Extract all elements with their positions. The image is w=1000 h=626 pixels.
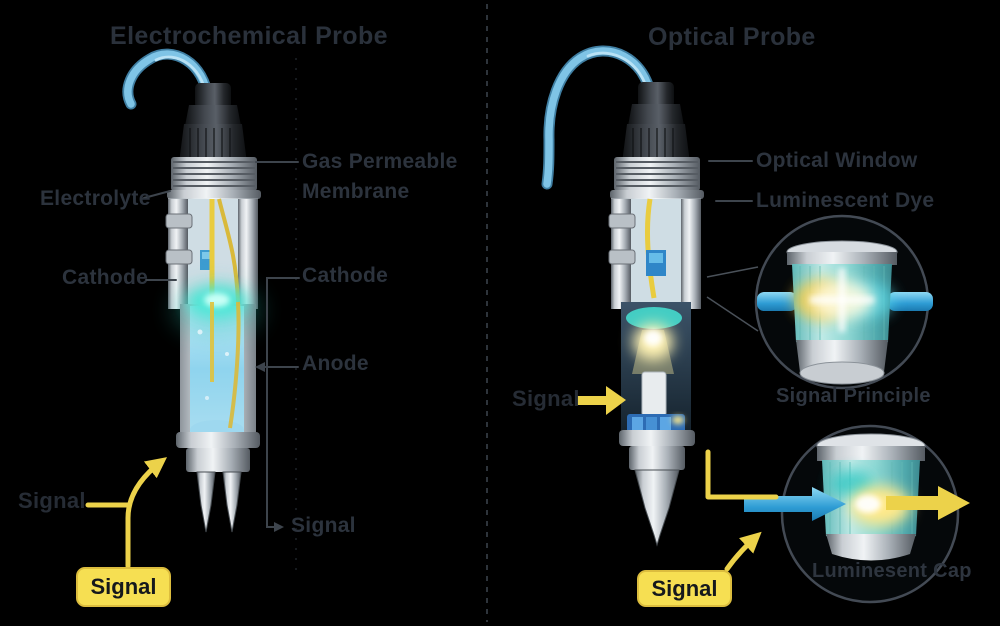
excitation-light-arrow xyxy=(744,487,846,521)
left-signal-path xyxy=(85,457,168,569)
signal-input-arrow xyxy=(576,386,626,415)
probe-optical-chamber xyxy=(621,302,691,434)
label-gas-permeable-membrane: Gas Permeable Membrane xyxy=(302,150,458,203)
probe-cone-tip xyxy=(619,430,695,547)
right-signal-path xyxy=(705,449,779,572)
signal-curved-arrow xyxy=(724,531,762,572)
label-signal-callout-left: Signal xyxy=(18,488,86,513)
right-leader-lines xyxy=(708,160,753,202)
luminescent-cap-inset xyxy=(744,424,970,604)
label-signal-wire: Signal xyxy=(291,514,356,537)
right-signal-box-label: Signal xyxy=(651,575,718,601)
electrolyte-leader-line xyxy=(143,190,171,199)
left-signal-box: Signal xyxy=(76,567,171,607)
label-cathode-left: Cathode xyxy=(62,266,149,289)
caption-signal-principle: Signal Principle xyxy=(776,385,931,407)
probe-cap xyxy=(622,82,690,163)
probe-threaded-collar xyxy=(610,157,704,199)
cathode-signal-leader-line xyxy=(266,277,300,532)
signal-curved-arrow xyxy=(125,457,168,569)
signal-principle-inset xyxy=(754,214,933,390)
left-panel-title: Electrochemical Probe xyxy=(110,22,388,50)
probe-upper-body xyxy=(608,198,701,309)
electrochemical-probe-illustration xyxy=(122,48,261,533)
emitted-light-arrow xyxy=(886,486,970,520)
label-optical-window: Optical Window xyxy=(756,149,918,172)
optical-probe-illustration xyxy=(541,45,704,547)
label-cathode-right: Cathode xyxy=(302,264,389,287)
right-panel-title: Optical Probe xyxy=(648,23,816,51)
probe-bottom-pins xyxy=(176,432,260,533)
label-signal-callout-right: Signal xyxy=(512,386,580,411)
probe-threaded-collar xyxy=(167,157,261,199)
magnifier-cone-lines xyxy=(706,266,759,332)
probe-cap xyxy=(179,83,247,163)
left-leader-lines xyxy=(143,161,300,532)
right-signal-box: Signal xyxy=(637,570,732,607)
probe-electrolyte-chamber xyxy=(173,284,261,442)
left-signal-box-label: Signal xyxy=(90,574,157,599)
label-electrolyte: Electrolyte xyxy=(40,187,151,210)
label-luminescent-dye: Luminescent Dye xyxy=(756,189,935,212)
caption-luminescent-cap: Luminesent Cap xyxy=(812,560,972,582)
label-anode: Anode xyxy=(302,352,369,375)
probe-to-inset-line xyxy=(705,449,779,500)
